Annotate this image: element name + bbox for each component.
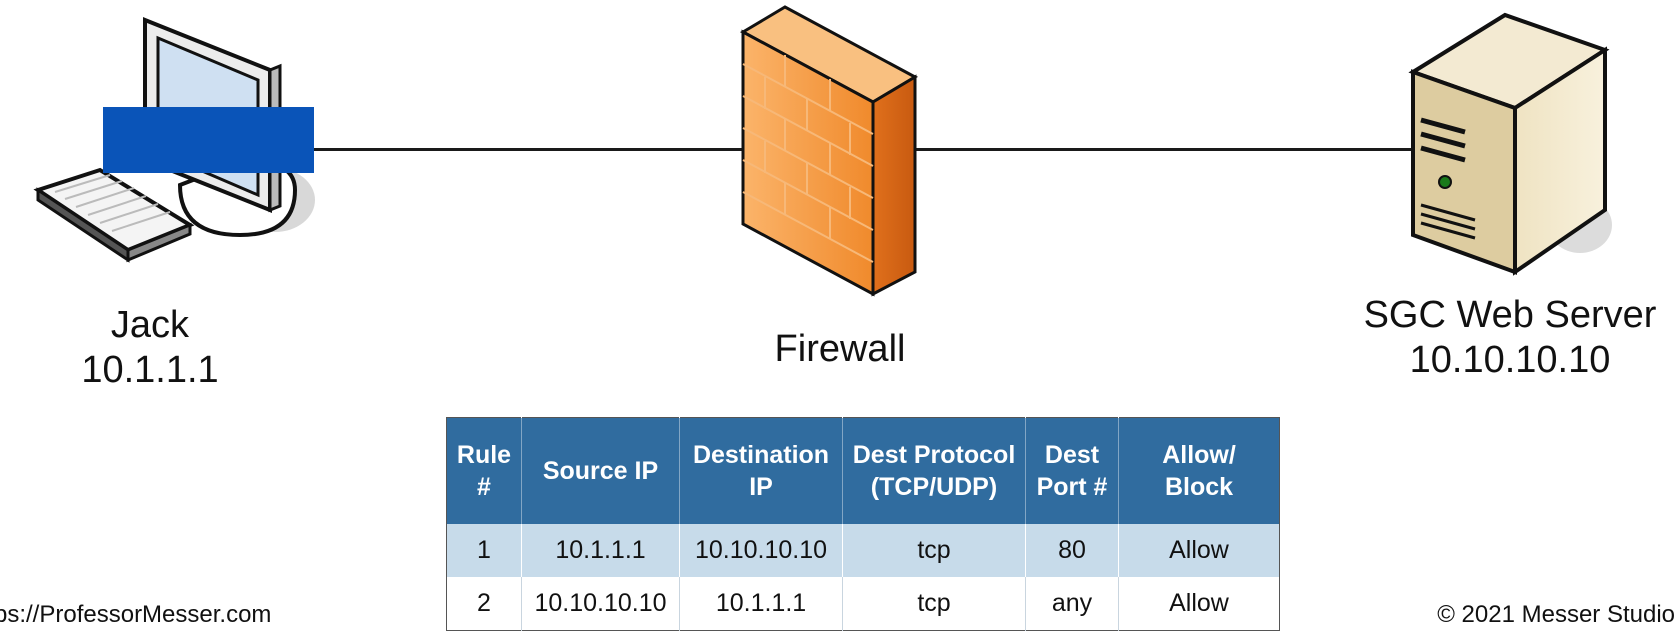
table-row: 2 10.10.10.10 10.1.1.1 tcp any Allow: [446, 577, 1280, 631]
network-link-firewall-server: [916, 148, 1416, 151]
cell-port: 80: [1025, 524, 1119, 577]
cell-action: Allow: [1118, 524, 1280, 577]
server-ip: 10.10.10.10: [1409, 338, 1611, 381]
header-rule: Rule #: [446, 417, 522, 524]
cell-destination-ip: 10.1.1.1: [679, 577, 843, 631]
header-destination-ip: Destination IP: [679, 417, 843, 524]
table-header-row: Rule # Source IP Destination IP Dest Pro…: [446, 417, 1280, 524]
redaction-box: [103, 107, 314, 173]
tower-server-icon: [1408, 12, 1612, 276]
header-allow-block: Allow/ Block: [1118, 417, 1280, 524]
client-ip: 10.1.1.1: [81, 348, 219, 391]
table-row: 1 10.1.1.1 10.10.10.10 tcp 80 Allow: [446, 524, 1280, 577]
footer-copyright: © 2021 Messer Studio: [1437, 601, 1675, 628]
cell-source-ip: 10.1.1.1: [521, 524, 680, 577]
cell-source-ip: 10.10.10.10: [521, 577, 680, 631]
brick-firewall-icon: [739, 5, 919, 297]
cell-rule: 1: [446, 524, 522, 577]
footer-url: ps://ProfessorMesser.com: [0, 601, 272, 628]
cell-destination-ip: 10.10.10.10: [679, 524, 843, 577]
cell-port: any: [1025, 577, 1119, 631]
firewall-rules-table: Rule # Source IP Destination IP Dest Pro…: [446, 417, 1280, 631]
client-label: Jack 10.1.1.1: [40, 303, 260, 393]
header-dest-port: Dest Port #: [1025, 417, 1119, 524]
client-name: Jack: [110, 304, 190, 346]
firewall-label: Firewall: [720, 327, 960, 372]
server-name: SGC Web Server: [1363, 294, 1657, 336]
server-label: SGC Web Server 10.10.10.10: [1320, 293, 1675, 383]
network-link-client-firewall: [310, 148, 747, 151]
firewall-name: Firewall: [774, 328, 906, 370]
cell-protocol: tcp: [842, 524, 1026, 577]
header-source-ip: Source IP: [521, 417, 680, 524]
cell-protocol: tcp: [842, 577, 1026, 631]
cell-action: Allow: [1118, 577, 1280, 631]
header-dest-protocol: Dest Protocol (TCP/UDP): [842, 417, 1026, 524]
cell-rule: 2: [446, 577, 522, 631]
